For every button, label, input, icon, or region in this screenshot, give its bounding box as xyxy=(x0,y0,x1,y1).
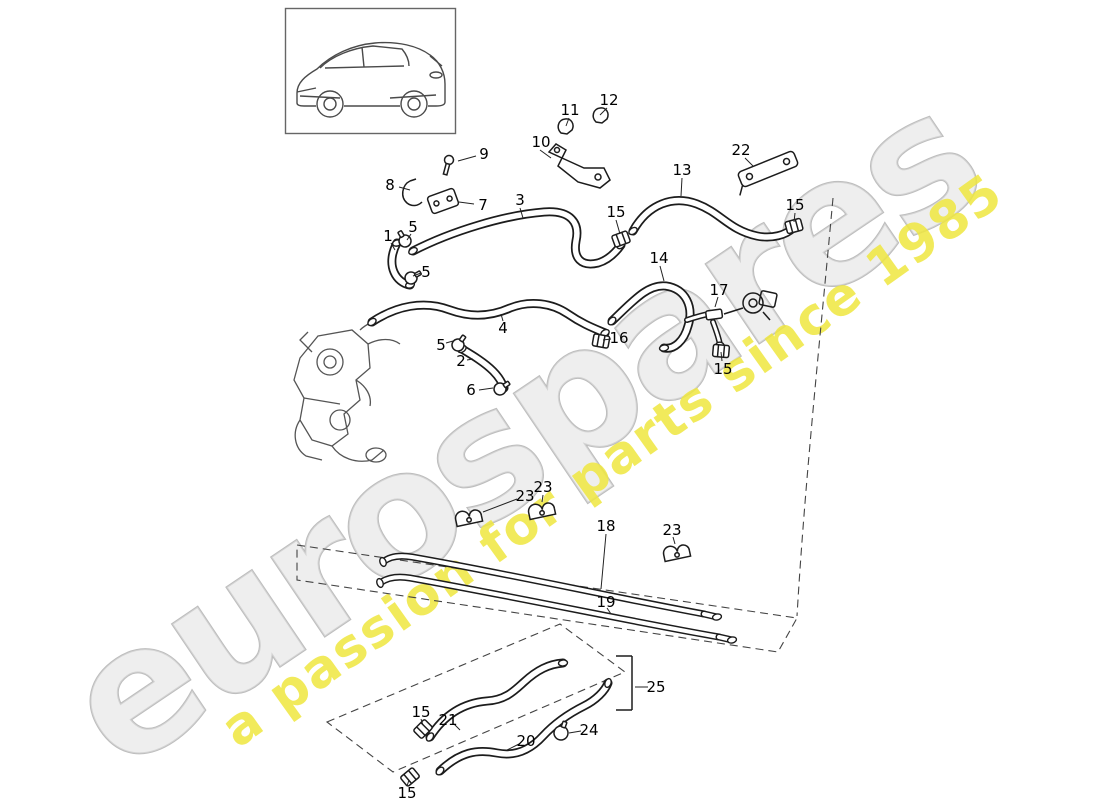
engine-assembly xyxy=(293,321,401,463)
bracket-7 xyxy=(426,187,460,215)
clip-11 xyxy=(557,118,574,135)
clamp-5-c xyxy=(451,334,467,352)
pipe-18 xyxy=(379,552,723,621)
clamp-23-c xyxy=(662,544,692,563)
clamp-24 xyxy=(553,720,569,741)
car-thumbnail xyxy=(284,7,457,135)
clamp-15-c xyxy=(711,343,731,359)
clamp-15-b xyxy=(784,217,804,235)
bracket-8 xyxy=(402,178,423,207)
bracket-10 xyxy=(547,143,611,189)
hose-21 xyxy=(425,658,569,742)
clamp-6 xyxy=(493,380,511,396)
bolt-9 xyxy=(442,154,455,176)
hose-20 xyxy=(435,677,613,776)
clip-12 xyxy=(592,107,609,124)
leader-lines xyxy=(390,107,796,787)
bracket-22 xyxy=(737,150,799,196)
clamp-15-a xyxy=(611,230,631,248)
pipe-19 xyxy=(376,573,738,644)
dashed-guides xyxy=(296,197,834,773)
clamp-16 xyxy=(591,333,611,349)
t-connector-17 xyxy=(705,308,725,349)
clamp-23-b xyxy=(527,502,557,521)
clamp-15-d xyxy=(413,719,433,739)
clamp-23-a xyxy=(454,509,484,528)
bracket-25 xyxy=(616,655,633,711)
hose-3 xyxy=(408,207,626,269)
changeover-valve xyxy=(723,290,778,321)
clamp-15-e xyxy=(400,767,420,787)
